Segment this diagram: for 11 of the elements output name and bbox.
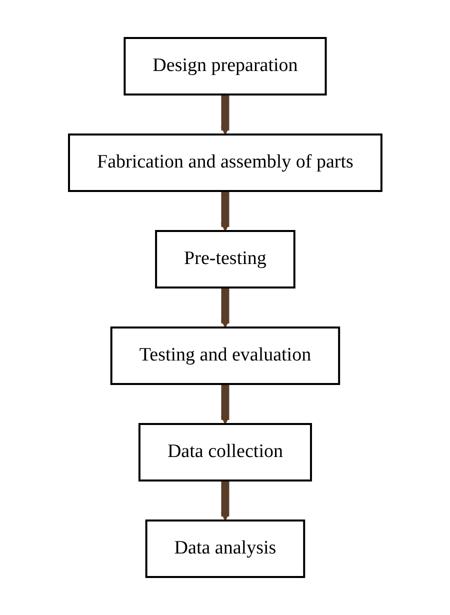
arrow bbox=[220, 288, 230, 328]
node-box: Pre-testing bbox=[154, 230, 296, 288]
arrow bbox=[220, 191, 230, 232]
node-box: Design preparation bbox=[123, 37, 327, 96]
node-box: Fabrication and assembly of parts bbox=[68, 134, 382, 192]
node-box: Testing and evaluation bbox=[110, 326, 340, 385]
arrow bbox=[220, 480, 230, 521]
arrow bbox=[220, 94, 230, 135]
node-box: Data collection bbox=[138, 423, 312, 482]
arrow bbox=[220, 384, 230, 424]
node-box: Data analysis bbox=[145, 520, 305, 578]
